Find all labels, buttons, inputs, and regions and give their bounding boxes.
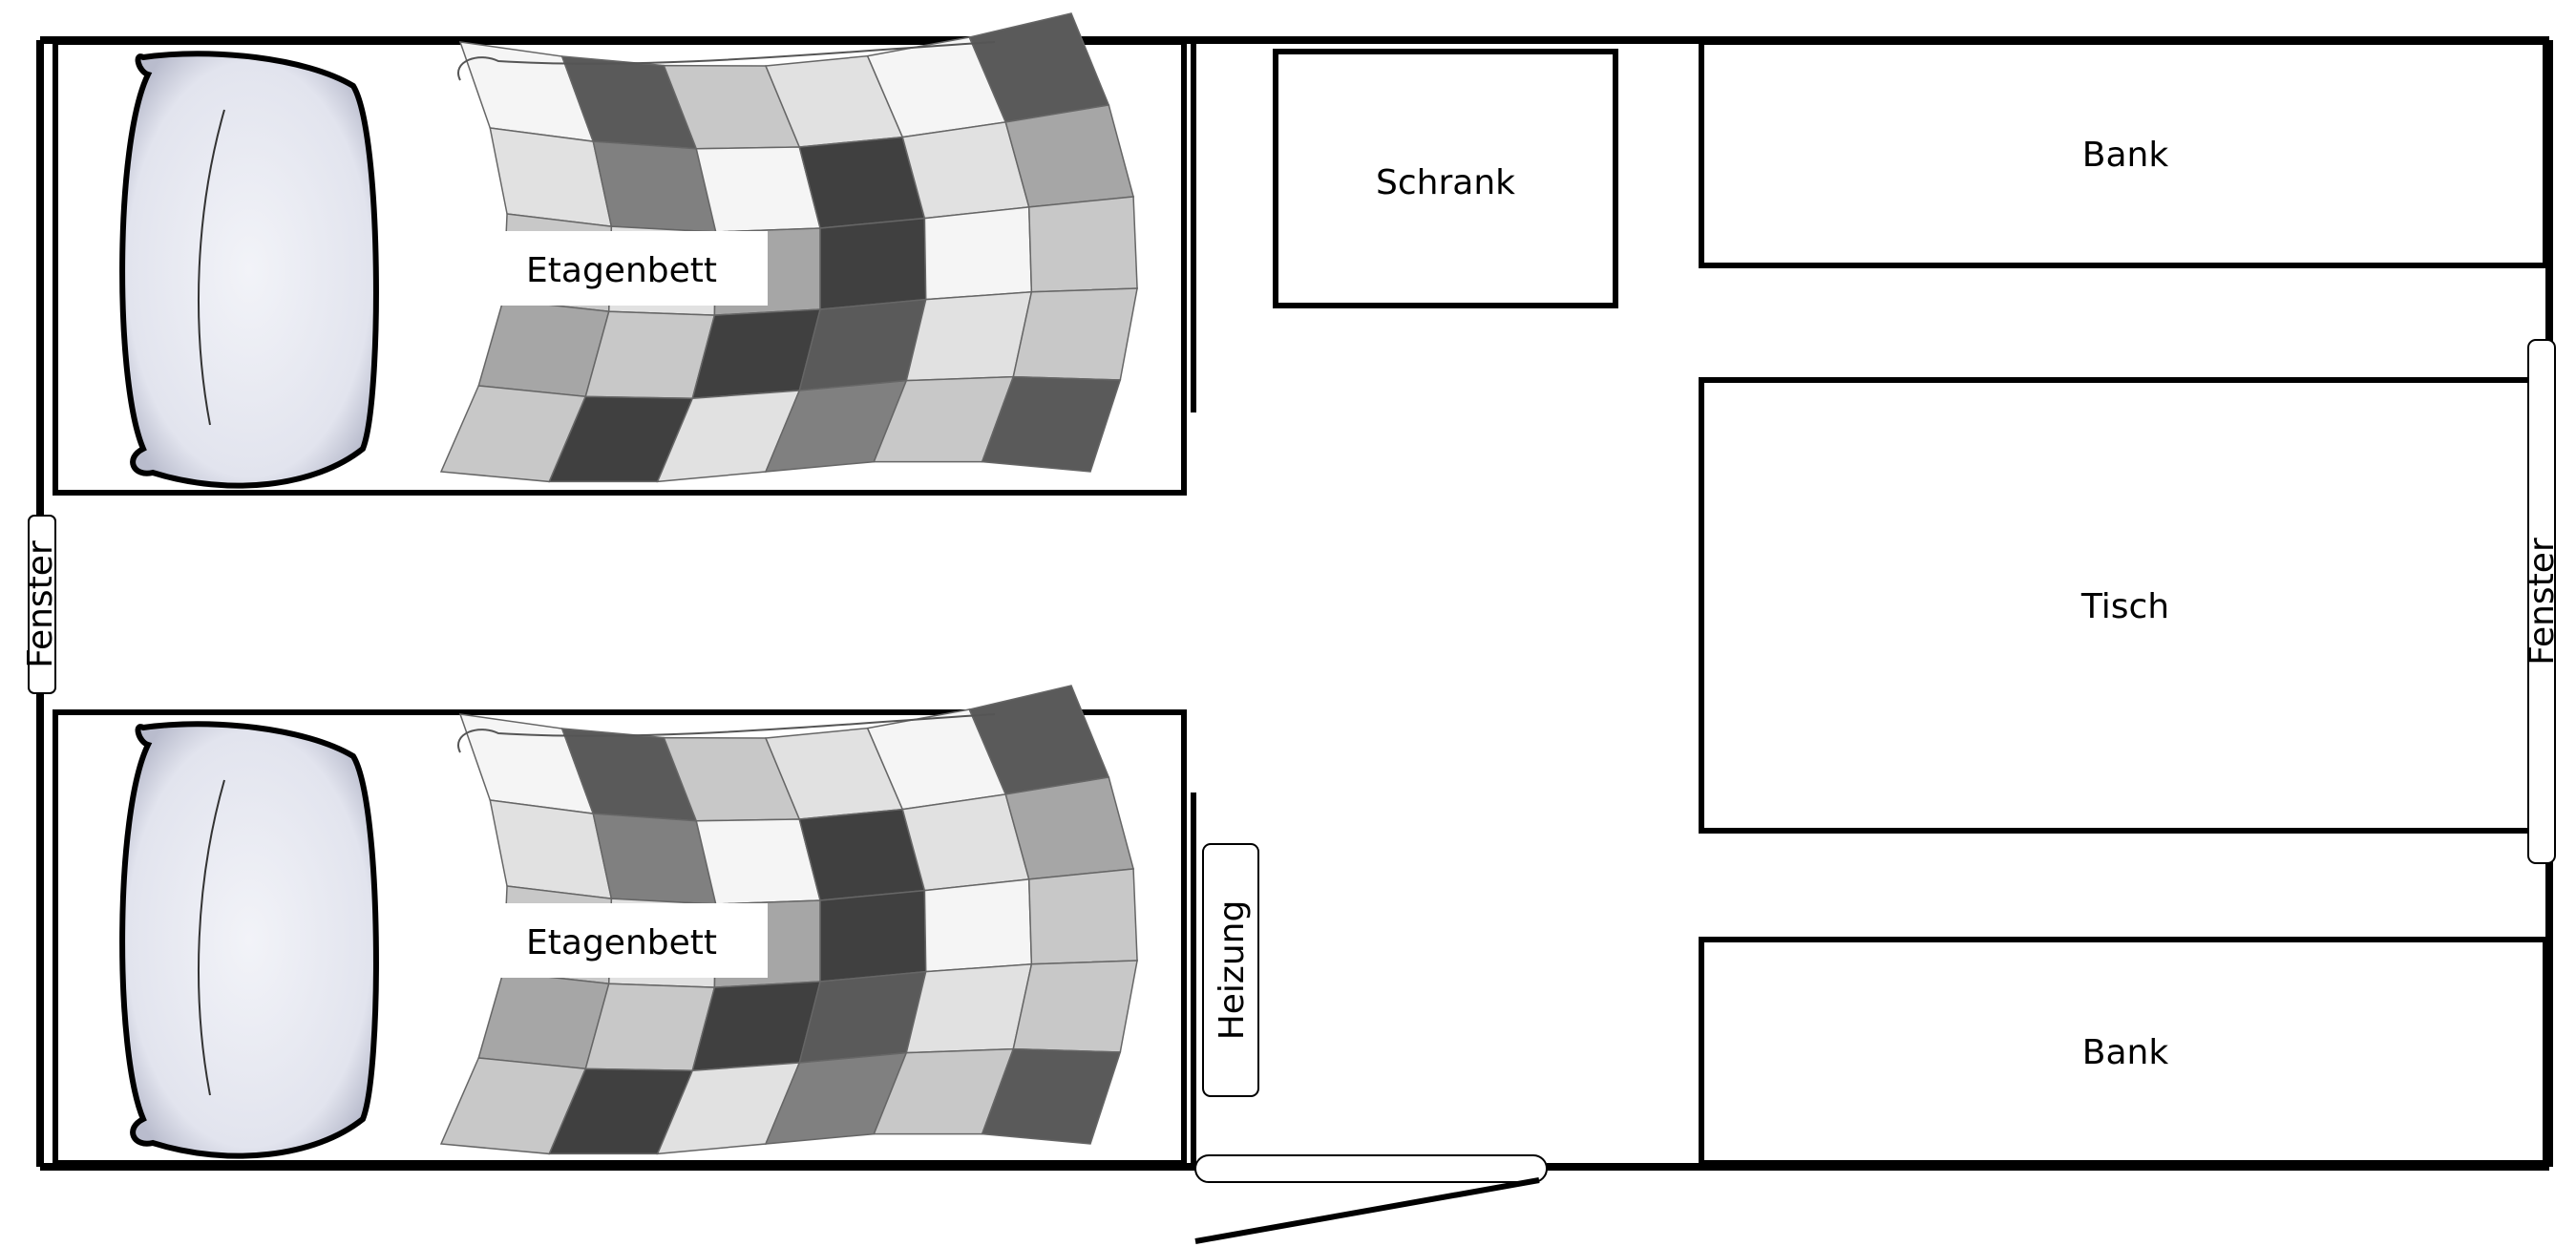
- table-label: Tisch: [2080, 587, 2169, 626]
- bunk-bed-top: Etagenbett: [53, 12, 1187, 496]
- bed-label-bottom: Etagenbett: [526, 923, 717, 962]
- blanket-patch: [819, 889, 927, 983]
- blanket-icon: [439, 685, 1138, 1155]
- pillow-icon: [119, 721, 379, 1159]
- pillow-icon: [119, 51, 379, 489]
- bench-bottom: Bank: [1699, 937, 2548, 1166]
- blanket-patch: [819, 217, 927, 310]
- bunk-bed-bottom: Etagenbett: [53, 685, 1187, 1166]
- blanket-patch: [923, 206, 1033, 301]
- blanket-patch: [695, 146, 822, 233]
- window-left-label: Fenster: [21, 540, 60, 668]
- bed-label-box: [498, 231, 768, 306]
- door: [1194, 1154, 1548, 1244]
- bench-bottom-label: Bank: [2082, 1033, 2169, 1072]
- blanket-patch: [1027, 196, 1138, 293]
- wardrobe-label: Schrank: [1376, 163, 1515, 202]
- blanket-patch: [905, 290, 1033, 382]
- table: Tisch: [1699, 377, 2537, 834]
- bench-top-label: Bank: [2082, 136, 2169, 175]
- blanket-patch: [695, 818, 822, 905]
- blanket-patch: [1012, 960, 1138, 1053]
- blanket-patch: [923, 878, 1033, 973]
- bed-label-top: Etagenbett: [526, 251, 717, 290]
- blanket-patch: [981, 375, 1122, 473]
- blanket-fold: [457, 41, 996, 81]
- blanket-patch: [905, 962, 1033, 1054]
- bench-top: Bank: [1699, 39, 2548, 268]
- wardrobe: Schrank: [1273, 49, 1618, 308]
- bed-label-box: [498, 903, 768, 978]
- blanket-fold: [457, 713, 996, 753]
- blanket-patch: [981, 1047, 1122, 1145]
- window-left: Fenster: [21, 515, 60, 694]
- heater: Heizung: [1202, 843, 1259, 1097]
- door-swing: [1194, 1177, 1540, 1244]
- blanket-patch: [1027, 868, 1138, 965]
- heater-label: Heizung: [1213, 900, 1252, 1041]
- window-right: Fenster: [2523, 339, 2562, 864]
- window-right-label: Fenster: [2523, 538, 2562, 666]
- blanket-patch: [1012, 287, 1138, 381]
